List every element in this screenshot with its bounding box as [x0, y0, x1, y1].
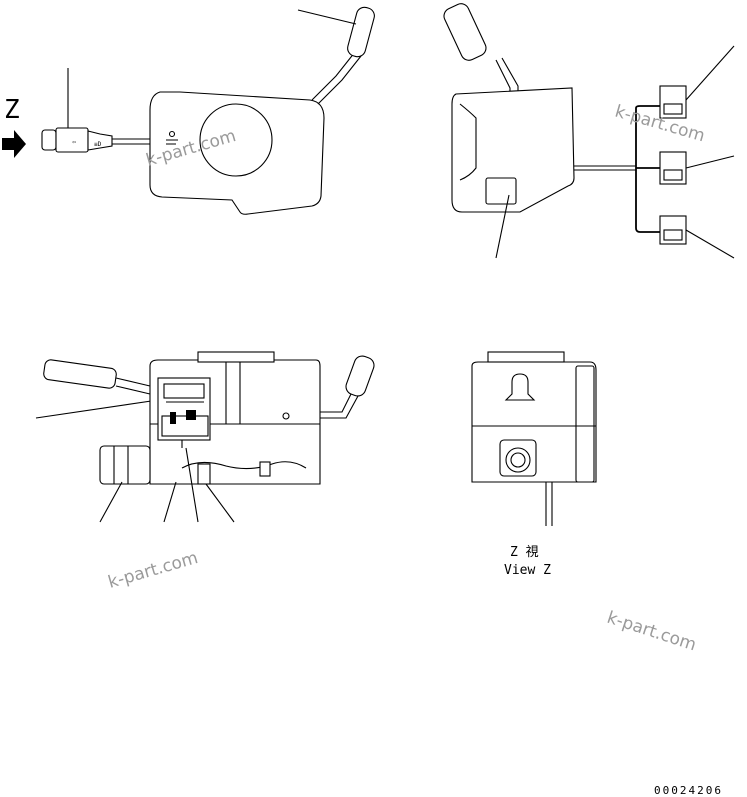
handle-knob — [443, 3, 487, 61]
wire — [635, 105, 662, 168]
leader-line — [297, 9, 357, 25]
leader-line — [205, 483, 235, 523]
turn-signal-lever: ⇦ ≡D — [41, 127, 150, 153]
switch-body — [451, 87, 575, 213]
switch-view-z: Z 視 View Z — [471, 351, 597, 578]
mounting-clamp — [99, 445, 151, 485]
view-z-label-ja: Z 視 — [510, 545, 539, 560]
light-symbol-icon — [166, 130, 178, 145]
switch-top-view — [35, 351, 375, 523]
switch-body — [471, 361, 597, 483]
watermark: k-part.com — [106, 548, 200, 593]
switch-body — [149, 91, 325, 215]
horn-button-circle — [199, 103, 273, 177]
switch-front-view: Z ⇦ ≡D — [2, 6, 375, 215]
wire — [635, 168, 662, 233]
leader-line — [35, 399, 159, 419]
lever-symbol: ⇦ — [72, 138, 76, 146]
leader-line — [163, 481, 177, 523]
drawing-number: 00024206 — [654, 784, 723, 797]
switch-side-view — [443, 3, 735, 259]
view-z-label-en: View Z — [504, 563, 551, 578]
leader-line — [185, 447, 199, 523]
watermark: k-part.com — [604, 608, 698, 656]
leader-line — [495, 194, 510, 259]
leader-line — [99, 481, 123, 523]
connector — [659, 45, 735, 119]
headlamp-lever — [297, 6, 375, 105]
view-z-letter: Z — [4, 95, 20, 125]
connector-socket — [485, 177, 517, 205]
connector — [659, 151, 735, 185]
switch-mechanism — [157, 377, 211, 441]
svg-text:≡D: ≡D — [94, 141, 102, 148]
connector — [659, 215, 735, 259]
lever-base — [504, 373, 536, 401]
lever-knob — [43, 359, 117, 389]
view-direction-arrow — [2, 130, 26, 158]
